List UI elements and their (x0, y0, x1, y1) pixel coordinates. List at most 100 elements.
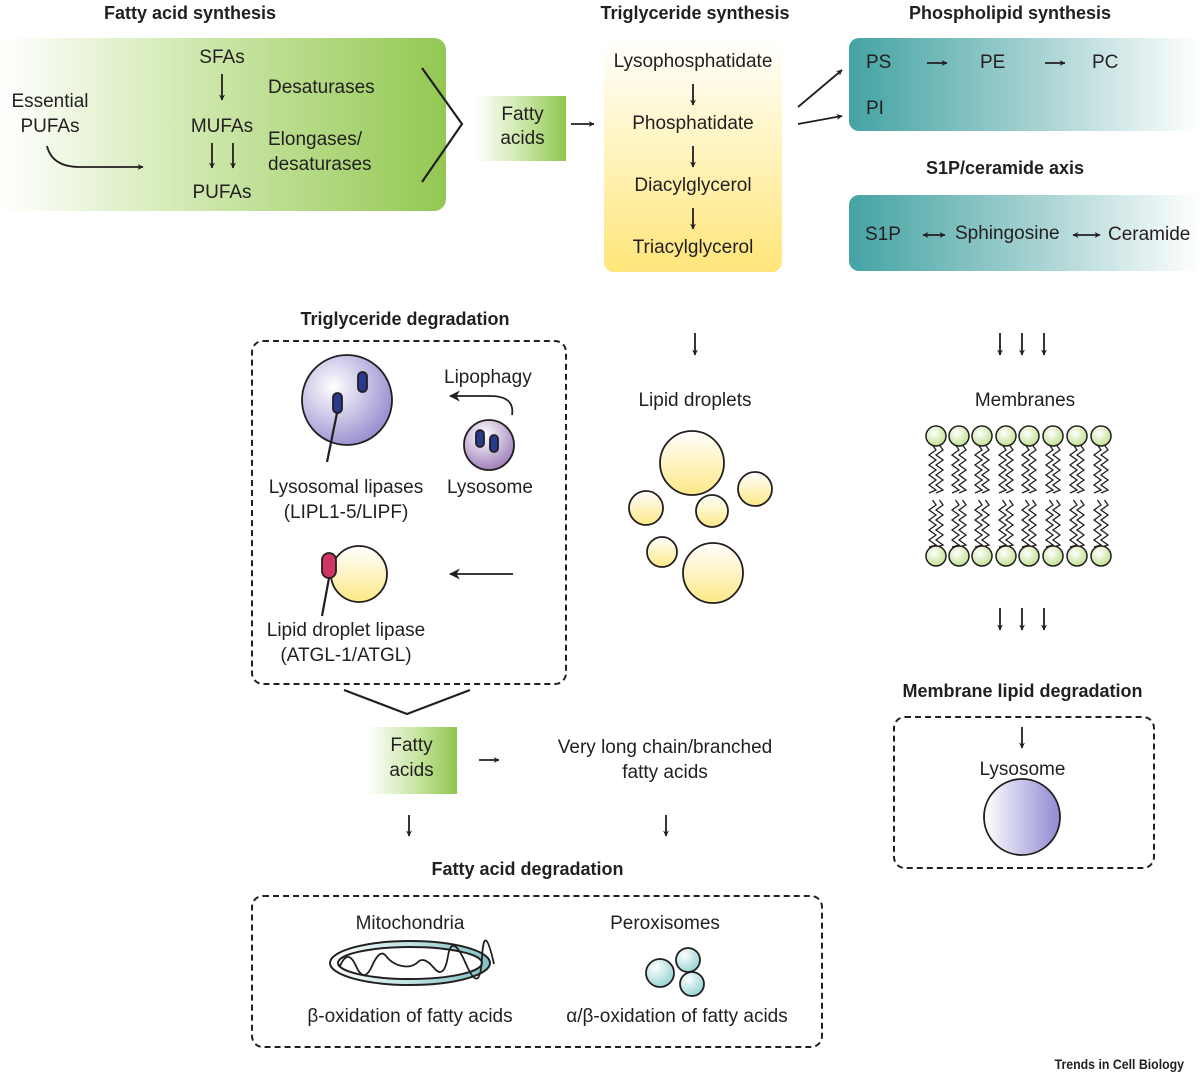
ceramide-label: Ceramide (1108, 224, 1191, 245)
lipophagy-arrow (448, 390, 514, 416)
lipid-tail (1051, 499, 1062, 548)
phosphatidate-to-ps-arrow (797, 69, 843, 108)
lipid-head (1090, 545, 1112, 567)
lysosome-icon (463, 419, 515, 471)
lipid-head (925, 425, 947, 447)
fatty-acids-mid-line2: acids (389, 760, 434, 781)
lipid-tail (1099, 444, 1110, 494)
pi-label: PI (866, 98, 884, 119)
lipid-tail (1092, 444, 1103, 494)
lipid-head (995, 545, 1017, 567)
heading-fatty-acid-synthesis: Fatty acid synthesis (103, 3, 277, 23)
lipid-head (925, 545, 947, 567)
fatty-acids-mid-line1: Fatty (390, 735, 433, 756)
lipid-droplets-cluster (628, 430, 773, 604)
phosphatidate-to-pi-arrow (797, 114, 843, 125)
lipid-tail (980, 499, 991, 548)
lipid-tail (1068, 499, 1079, 548)
lipid-tail (1075, 444, 1086, 494)
essential-pufa-arrow (46, 145, 144, 170)
lipid-tail (1004, 444, 1015, 494)
heading-membrane-lipid-degradation: Membrane lipid degradation (902, 681, 1143, 701)
fatty-acids-top-line1: Fatty (501, 104, 544, 125)
heading-s1p-ceramide-axis: S1P/ceramide axis (925, 158, 1085, 178)
lipid-tail (973, 444, 984, 494)
lipid-head (995, 425, 1017, 447)
lipid-tail (1020, 444, 1031, 494)
lipid-tail (1075, 499, 1086, 548)
lipid-tail (997, 444, 1008, 494)
lipid-tail (927, 444, 938, 494)
heading-fatty-acid-degradation: Fatty acid degradation (431, 859, 624, 879)
lipid-head (971, 545, 993, 567)
lipid-tail (1020, 499, 1031, 548)
lipid-head (1090, 425, 1112, 447)
elongases-label-line1: Elongases/ (268, 129, 363, 150)
lipid-head (1042, 545, 1064, 567)
lipid-head (1018, 425, 1040, 447)
membrane-lysosome-label: Lysosome (979, 759, 1066, 780)
lipid-tail (1044, 444, 1055, 494)
lipid-tail (980, 444, 991, 494)
fatty-acid-degradation-box (251, 895, 823, 1048)
credit-label: Trends in Cell Biology (1054, 1056, 1184, 1072)
peroxisomes-label: Peroxisomes (610, 913, 720, 934)
pc-label: PC (1092, 52, 1119, 73)
tg-step-4: Triacylglycerol (632, 237, 754, 258)
triglyceride-degradation-box (251, 340, 567, 685)
lipid-tail (1068, 444, 1079, 494)
synthesis-chevron (421, 67, 464, 183)
lipid-tail (957, 499, 968, 548)
lipid-tail (1099, 499, 1110, 548)
elongases-label-line2: desaturases (268, 154, 372, 175)
lysosomal-lipase-lysosome (301, 354, 393, 463)
lipid-tail (950, 499, 961, 548)
lipid-head (1066, 425, 1088, 447)
lipid-tail (1027, 444, 1038, 494)
fatty-acid-synthesis-box (0, 38, 446, 211)
lipid-tail (1092, 499, 1103, 548)
heading-phospholipid-synthesis: Phospholipid synthesis (908, 3, 1112, 23)
lysosomal-lipases-line2: (LIPL1-5/LIPF) (283, 502, 409, 523)
ld-lipase-line2: (ATGL-1/ATGL) (280, 645, 412, 666)
membrane-degradation-box (893, 716, 1155, 869)
lipid-tail (1044, 499, 1055, 548)
mito-oxidation-label: β-oxidation of fatty acids (307, 1006, 513, 1027)
fatty-acids-box-mid (367, 727, 457, 794)
vlcfa-line1: Very long chain/branched (557, 737, 773, 758)
ld-lipase-line1: Lipid droplet lipase (266, 620, 426, 641)
lysosomal-lipases-line1: Lysosomal lipases (268, 477, 424, 498)
perox-oxidation-label: α/β-oxidation of fatty acids (566, 1006, 788, 1027)
lipid-tail (997, 499, 1008, 548)
lipid-droplets-label: Lipid droplets (638, 390, 752, 411)
peroxisomes-icon (645, 947, 705, 997)
lipid-tail (934, 499, 945, 548)
membrane-bilayer (925, 425, 1112, 567)
lipid-tail (934, 444, 945, 494)
essential-pufas-line2: PUFAs (20, 116, 80, 137)
ps-label: PS (866, 52, 892, 73)
heading-triglyceride-synthesis: Triglyceride synthesis (600, 3, 790, 23)
s1p-label: S1P (865, 224, 901, 245)
lipid-head (1042, 425, 1064, 447)
membranes-label: Membranes (974, 390, 1076, 411)
degradation-chevron (343, 688, 471, 716)
tg-step-2: Phosphatidate (632, 113, 754, 134)
desaturases-label: Desaturases (268, 77, 375, 98)
mitochondria-label: Mitochondria (355, 913, 465, 934)
sfas-label: SFAs (199, 47, 245, 68)
lipid-tail (1051, 444, 1062, 494)
membrane-lysosome-icon (983, 778, 1061, 856)
tg-step-1: Lysophosphatidate (613, 51, 773, 72)
fatty-acids-top-line2: acids (500, 128, 545, 149)
lipid-head (948, 545, 970, 567)
mitochondrion-icon (329, 939, 495, 986)
fatty-acids-box-top (476, 96, 566, 161)
lipid-tail (957, 444, 968, 494)
lipid-head (971, 425, 993, 447)
lipid-tail (1004, 499, 1015, 548)
pufas-label: PUFAs (192, 182, 252, 203)
vlcfa-line2: fatty acids (622, 762, 708, 783)
lipid-tail (973, 499, 984, 548)
